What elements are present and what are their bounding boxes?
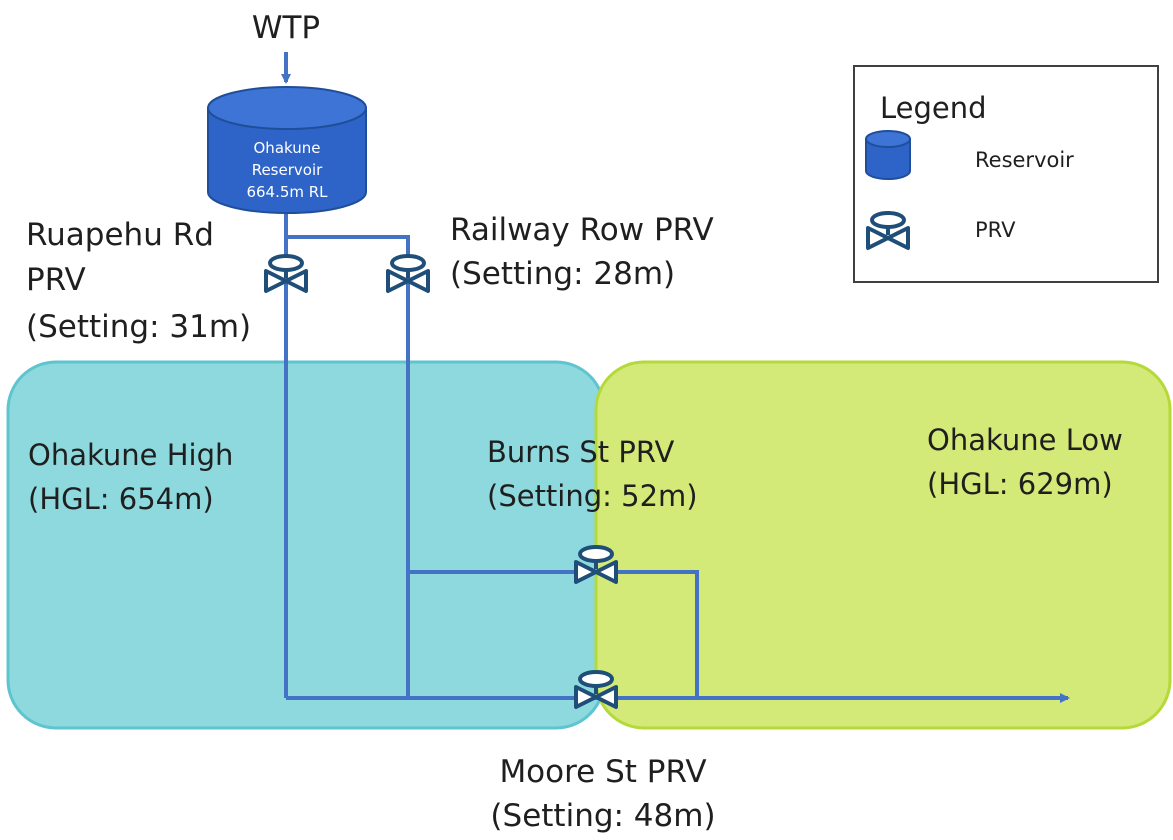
legend-reservoir-label: Reservoir	[975, 148, 1074, 172]
legend: Legend Reservoir PRV	[853, 65, 1159, 283]
legend-prv-label: PRV	[975, 218, 1016, 242]
prv-burns-name: Burns St PRV	[487, 435, 674, 469]
pipe-railway-branch	[286, 235, 410, 698]
zone-ohakune-low	[594, 360, 1172, 730]
zone-ohakune-high	[6, 360, 606, 730]
prv-ruapehu-setting: (Setting: 31m)	[26, 309, 251, 345]
legend-title: Legend	[880, 91, 987, 125]
prv-moore-name: Moore St PRV	[499, 754, 706, 790]
reservoir-level: 664.5m RL	[246, 183, 328, 201]
prv-railway-setting: (Setting: 28m)	[450, 256, 675, 292]
prv-ruapehu-type: PRV	[26, 262, 86, 298]
zone-low-name: Ohakune Low	[927, 423, 1123, 457]
legend-reservoir-icon	[865, 130, 911, 180]
prv-ruapehu-name: Ruapehu Rd	[26, 217, 214, 253]
prv-moore-setting: (Setting: 48m)	[490, 798, 715, 834]
source-label: WTP	[252, 10, 320, 46]
zone-high-hgl: (HGL: 654m)	[28, 482, 214, 516]
zone-high-name: Ohakune High	[28, 438, 233, 472]
pipe-network	[281, 52, 1070, 703]
prv-railway-name: Railway Row PRV	[450, 212, 714, 248]
zone-low-hgl: (HGL: 629m)	[927, 467, 1113, 501]
reservoir-label: Reservoir	[252, 161, 323, 179]
pipe-burns-branch	[408, 570, 699, 698]
prv-burns-setting: (Setting: 52m)	[487, 479, 698, 513]
reservoir-icon	[207, 86, 367, 214]
reservoir-name: Ohakune	[254, 139, 321, 157]
